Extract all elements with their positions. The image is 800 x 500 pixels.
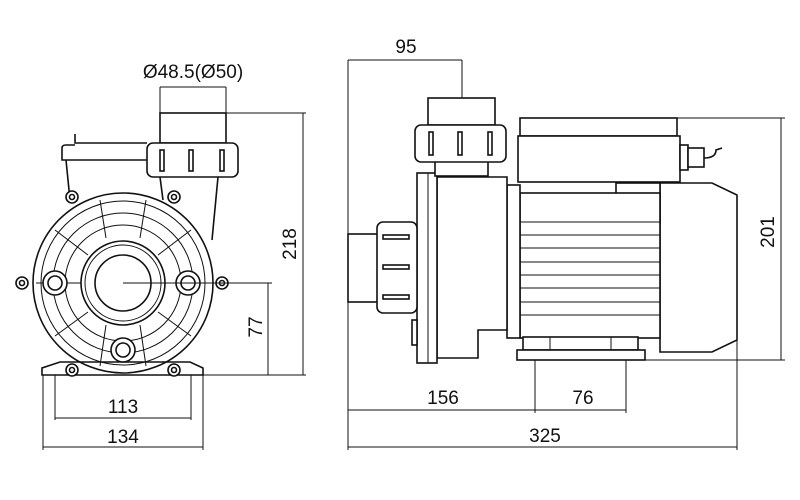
- side-view: 95 201 156 76 325: [347, 37, 785, 450]
- outlet-union-nut: [414, 124, 507, 163]
- dim-foot-spacing: 76: [572, 388, 593, 409]
- dim-shaft-height: 77: [246, 316, 267, 337]
- motor-feet: [522, 336, 639, 351]
- motor-body: [519, 192, 661, 339]
- inlet-union-nut: [376, 221, 418, 314]
- pump-flange: [416, 172, 438, 364]
- dim-total-length: 325: [529, 426, 561, 447]
- dim-base-inner-width: 113: [108, 397, 138, 418]
- outlet-pipe-side: [427, 97, 496, 126]
- terminal-box: [517, 135, 681, 183]
- pump-housing: [436, 176, 508, 359]
- cable-gland: [687, 147, 705, 168]
- dim-outlet-offset: 95: [395, 37, 416, 58]
- fan-cover: [659, 182, 738, 353]
- dim-total-height: 218: [280, 228, 301, 260]
- dim-foot-position: 156: [427, 388, 459, 409]
- outlet-pipe: [159, 112, 227, 144]
- dim-motor-height: 201: [758, 216, 779, 248]
- inlet-pipe-side: [347, 233, 381, 303]
- front-view: Ø48.5(Ø50) 218 77 113 134: [15, 62, 306, 450]
- terminal-box-lid: [519, 117, 678, 137]
- dim-base-outer-width: 134: [107, 427, 139, 448]
- dim-inlet-diameter: Ø48.5(Ø50): [143, 62, 243, 83]
